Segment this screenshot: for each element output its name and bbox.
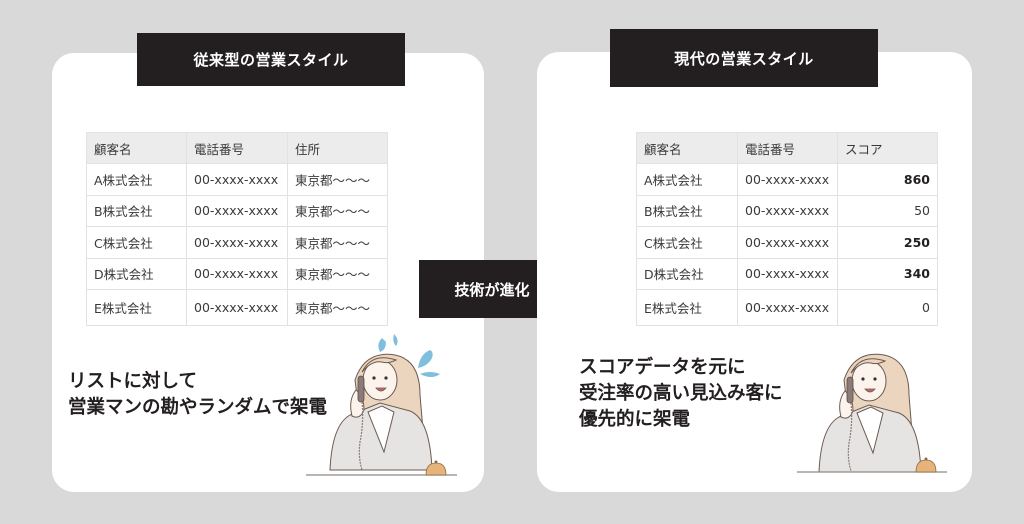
cell-customer: B株式会社 <box>86 194 187 227</box>
cell-score: 50 <box>837 194 938 227</box>
description-line: リストに対して <box>68 371 197 392</box>
cell-phone: 00-xxxx-xxxx <box>737 194 838 227</box>
description-line: 優先的に架電 <box>579 409 691 430</box>
woman-on-phone-smiling-icon <box>792 345 952 477</box>
cell-address: 東京都〜〜〜 <box>287 163 388 196</box>
cell-score: 340 <box>837 257 938 290</box>
traditional-style-description: リストに対して 営業マンの勘やランダムで架電 <box>68 369 327 421</box>
table-row: C株式会社 00-xxxx-xxxx 250 <box>636 226 938 259</box>
modern-style-description: スコアデータを元に 受注率の高い見込み客に 優先的に架電 <box>579 355 783 433</box>
column-header-address: 住所 <box>287 132 388 164</box>
cell-address: 東京都〜〜〜 <box>287 194 388 227</box>
modern-style-title: 現代の営業スタイル <box>674 49 814 68</box>
cell-customer: C株式会社 <box>86 226 187 259</box>
cell-address: 東京都〜〜〜 <box>287 289 388 326</box>
cell-score: 250 <box>837 226 938 259</box>
cell-phone: 00-xxxx-xxxx <box>186 257 288 290</box>
column-header-customer: 顧客名 <box>86 132 187 164</box>
description-line: 営業マンの勘やランダムで架電 <box>68 397 328 418</box>
cell-phone: 00-xxxx-xxxx <box>186 289 288 326</box>
column-header-phone: 電話番号 <box>186 132 288 164</box>
table-row: D株式会社 00-xxxx-xxxx 340 <box>636 257 938 290</box>
arrow-label: 技術が進化 <box>454 280 530 299</box>
cell-phone: 00-xxxx-xxxx <box>737 226 838 259</box>
cell-address: 東京都〜〜〜 <box>287 226 388 259</box>
cell-score: 0 <box>837 289 938 326</box>
cell-address: 東京都〜〜〜 <box>287 257 388 290</box>
cell-phone: 00-xxxx-xxxx <box>186 194 288 227</box>
table-row: B株式会社 00-xxxx-xxxx 50 <box>636 194 938 227</box>
description-line: スコアデータを元に <box>579 357 746 378</box>
column-header-phone: 電話番号 <box>737 132 838 164</box>
modern-style-header: 現代の営業スタイル <box>610 29 878 87</box>
cell-customer: C株式会社 <box>636 226 738 259</box>
cell-customer: B株式会社 <box>636 194 738 227</box>
cell-phone: 00-xxxx-xxxx <box>737 289 838 326</box>
cell-score: 860 <box>837 163 938 196</box>
table-row: A株式会社 00-xxxx-xxxx 東京都〜〜〜 <box>86 163 388 196</box>
cell-customer: D株式会社 <box>636 257 738 290</box>
table-row: C株式会社 00-xxxx-xxxx 東京都〜〜〜 <box>86 226 388 259</box>
cell-phone: 00-xxxx-xxxx <box>737 257 838 290</box>
column-header-score: スコア <box>837 132 938 164</box>
table-row: A株式会社 00-xxxx-xxxx 860 <box>636 163 938 196</box>
cell-phone: 00-xxxx-xxxx <box>737 163 838 196</box>
cell-customer: A株式会社 <box>86 163 187 196</box>
table-row: E株式会社 00-xxxx-xxxx 東京都〜〜〜 <box>86 289 388 326</box>
table-row: D株式会社 00-xxxx-xxxx 東京都〜〜〜 <box>86 257 388 290</box>
table-row: B株式会社 00-xxxx-xxxx 東京都〜〜〜 <box>86 194 388 227</box>
traditional-style-header: 従来型の営業スタイル <box>137 33 405 86</box>
traditional-style-title: 従来型の営業スタイル <box>193 51 349 69</box>
cell-phone: 00-xxxx-xxxx <box>186 226 288 259</box>
table-header-row: 顧客名 電話番号 住所 <box>86 132 388 164</box>
cell-customer: E株式会社 <box>636 289 738 326</box>
table-header-row: 顧客名 電話番号 スコア <box>636 132 938 164</box>
cell-phone: 00-xxxx-xxxx <box>186 163 288 196</box>
woman-on-phone-worried-icon <box>300 330 465 480</box>
traditional-customer-table: 顧客名 電話番号 住所 A株式会社 00-xxxx-xxxx 東京都〜〜〜 B株… <box>86 132 388 326</box>
cell-customer: D株式会社 <box>86 257 187 290</box>
column-header-customer: 顧客名 <box>636 132 738 164</box>
table-row: E株式会社 00-xxxx-xxxx 0 <box>636 289 938 326</box>
modern-customer-score-table: 顧客名 電話番号 スコア A株式会社 00-xxxx-xxxx 860 B株式会… <box>636 132 938 326</box>
description-line: 受注率の高い見込み客に <box>579 383 783 404</box>
cell-customer: E株式会社 <box>86 289 187 326</box>
cell-customer: A株式会社 <box>636 163 738 196</box>
